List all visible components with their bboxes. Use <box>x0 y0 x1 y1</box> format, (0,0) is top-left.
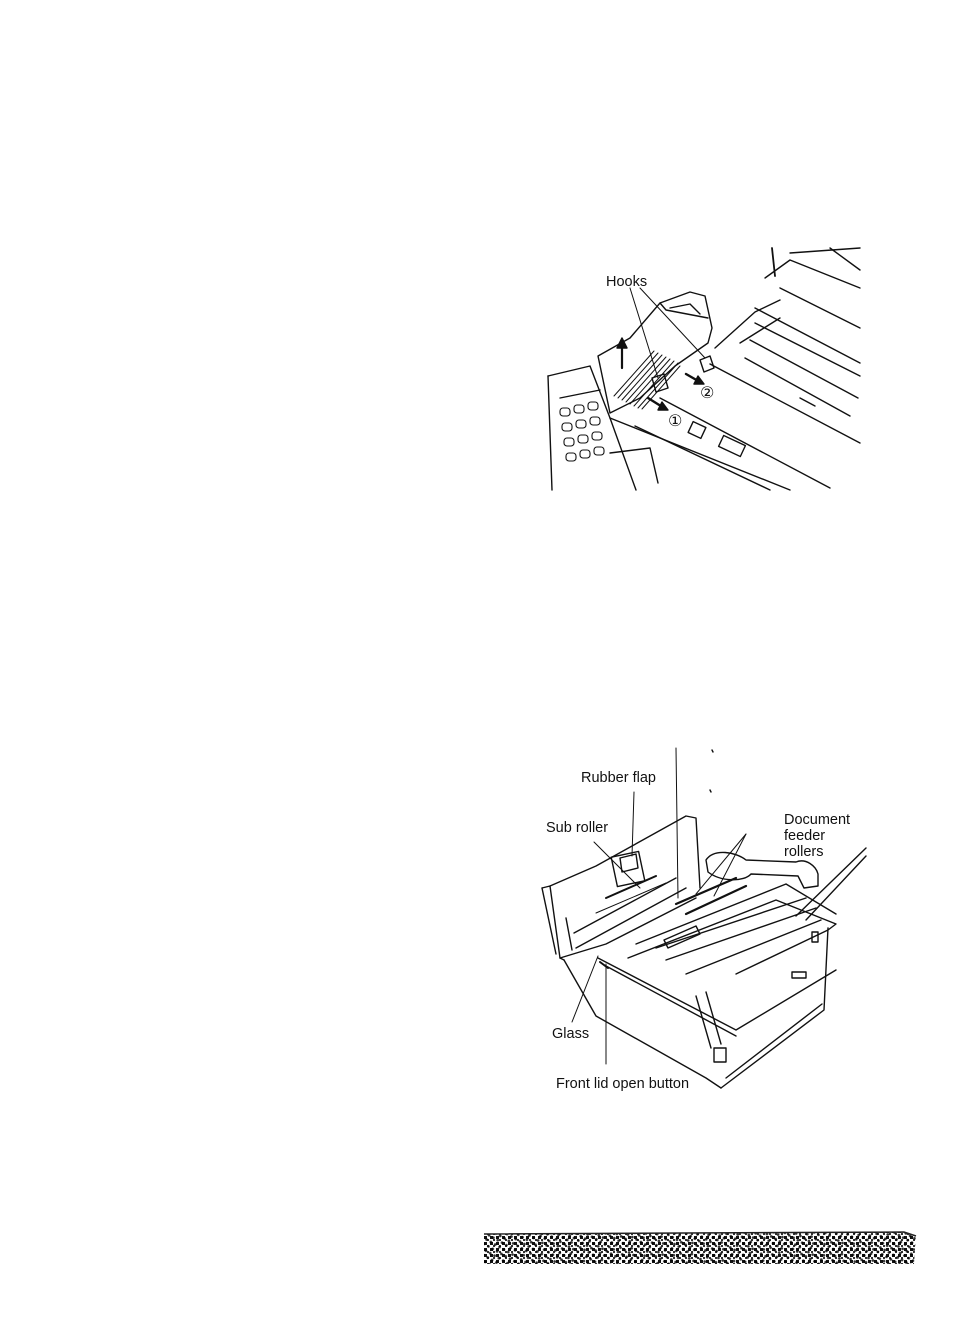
label-hooks: Hooks <box>606 274 647 290</box>
label-document-feeder-rollers: Document feeder rollers <box>784 812 866 860</box>
label-front-lid-open-button: Front lid open button <box>556 1076 689 1092</box>
figure-cleaning-parts: Rubber flap Sub roller Document feeder r… <box>536 748 866 1098</box>
label-sub-roller: Sub roller <box>546 820 608 836</box>
figure-remove-cover: Hooks ① ② <box>540 248 860 490</box>
fax-open-lid-illustration <box>536 748 866 1098</box>
label-document-line2: feeder rollers <box>784 828 866 860</box>
label-glass: Glass <box>552 1026 589 1042</box>
decorative-halftone-strip <box>484 1230 916 1264</box>
label-document-line1: Document <box>784 812 866 828</box>
fax-cover-illustration <box>540 248 860 490</box>
label-rubber-flap: Rubber flap <box>581 770 656 786</box>
label-step-one: ① <box>668 414 682 430</box>
halftone-pattern <box>484 1230 916 1264</box>
label-step-two: ② <box>700 386 714 402</box>
